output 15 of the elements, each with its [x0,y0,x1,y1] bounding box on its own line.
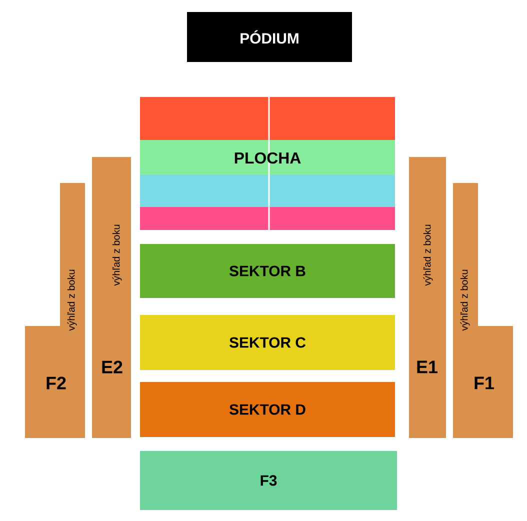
node-label: F2 [46,376,66,390]
seating-section: SEKTOR B [140,244,395,298]
node-label: výhľad z boku [460,270,470,331]
floor-section: PLOCHA [140,96,395,230]
side-section: výhľad z boku E2 [92,156,131,438]
seating-section: F3 [140,450,397,510]
node-label: výhľad z boku [67,270,77,331]
side-section: výhľad z boku F2 [25,182,85,438]
node-label: F1 [474,376,494,390]
side-section: výhľad z boku E1 [409,156,446,438]
node-label: PLOCHA [234,152,301,164]
stage-box: PÓDIUM [187,12,352,62]
side-section: výhľad z boku F1 [453,182,513,438]
seating-section: SEKTOR D [140,382,395,437]
seating-section: SEKTOR C [140,314,395,370]
